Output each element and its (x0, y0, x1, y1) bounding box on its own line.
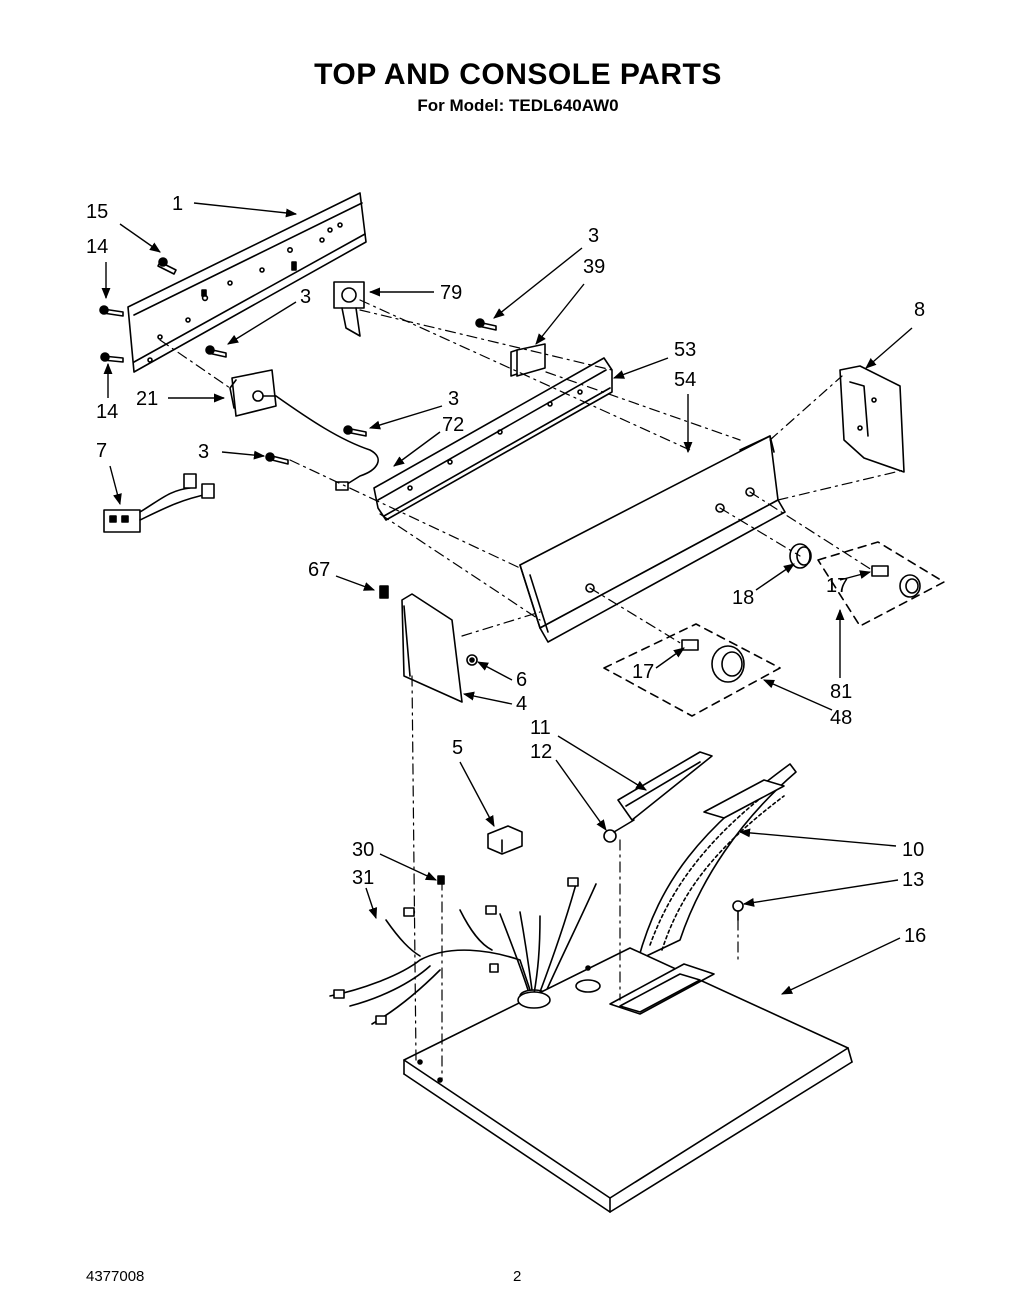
assembly-lines (159, 299, 905, 1081)
callout-14-top: 14 (86, 236, 108, 258)
part-16-top-panel (403, 947, 853, 1213)
part-72-harness (275, 395, 379, 491)
callout-17-right: 17 (826, 575, 848, 597)
callout-1: 1 (172, 193, 183, 215)
callout-72: 72 (442, 414, 464, 436)
screw-15 (157, 257, 177, 275)
part-4-panel (401, 593, 463, 703)
callout-67: 67 (308, 559, 330, 581)
part-54-console (519, 435, 786, 643)
screw-3-left (205, 345, 227, 358)
part-31-harness (329, 877, 597, 1025)
callout-5: 5 (452, 737, 463, 759)
screw-14-bottom (100, 352, 124, 363)
callout-6: 6 (516, 669, 527, 691)
model-subtitle: For Model: TEDL640AW0 (417, 96, 619, 115)
part-12-socket (603, 819, 635, 843)
callout-7: 7 (96, 440, 107, 462)
document-number: 4377008 (86, 1268, 145, 1285)
callout-10: 10 (902, 839, 924, 861)
screw-3-mid (343, 425, 367, 437)
part-7-connector (103, 473, 215, 533)
callout-17-left: 17 (632, 661, 654, 683)
callout-79: 79 (440, 282, 462, 304)
callout-labels: 1 15 14 14 3 3 3 3 39 79 21 72 7 53 54 8… (86, 193, 926, 947)
screw-3-right (475, 318, 497, 331)
leader-arrows (101, 202, 913, 995)
page-title: TOP AND CONSOLE PARTS (314, 58, 722, 91)
part-1-rear-panel (127, 192, 367, 373)
callout-81: 81 (830, 681, 852, 703)
callout-14-bottom: 14 (96, 401, 118, 423)
part-11-cover (617, 751, 713, 821)
screw-13 (732, 900, 744, 921)
callout-16: 16 (904, 925, 926, 947)
callout-3-mid: 3 (448, 388, 459, 410)
page-number: 2 (513, 1268, 522, 1285)
callout-31: 31 (352, 867, 374, 889)
callout-21: 21 (136, 388, 158, 410)
screw-14-top (99, 305, 124, 317)
callout-30: 30 (352, 839, 374, 861)
callout-4: 4 (516, 693, 527, 715)
screw-3-lower (265, 452, 289, 465)
callout-48: 48 (830, 707, 852, 729)
callout-54: 54 (674, 369, 696, 391)
part-67-clip (379, 585, 389, 599)
callout-12: 12 (530, 741, 552, 763)
callout-18: 18 (732, 587, 754, 609)
callout-39: 39 (583, 256, 605, 278)
part-53-bracket (373, 357, 613, 521)
part-10-lint-screen (637, 763, 797, 961)
part-39-switch (510, 343, 546, 377)
part-79-switch (333, 281, 365, 337)
screw-6 (466, 654, 478, 666)
callout-3-left: 3 (300, 286, 311, 308)
part-48-knob (603, 623, 781, 717)
callout-3-lower: 3 (198, 441, 209, 463)
callout-53: 53 (674, 339, 696, 361)
callout-8: 8 (914, 299, 925, 321)
callout-15: 15 (86, 201, 108, 223)
callout-11: 11 (530, 717, 551, 739)
part-81-knob (817, 541, 945, 627)
part-5-connector (487, 825, 523, 855)
callout-13: 13 (902, 869, 924, 891)
part-21-timer (229, 369, 277, 417)
part-30-clip (437, 875, 445, 885)
part-8-endcap (839, 365, 905, 473)
callout-3-right: 3 (588, 225, 599, 247)
